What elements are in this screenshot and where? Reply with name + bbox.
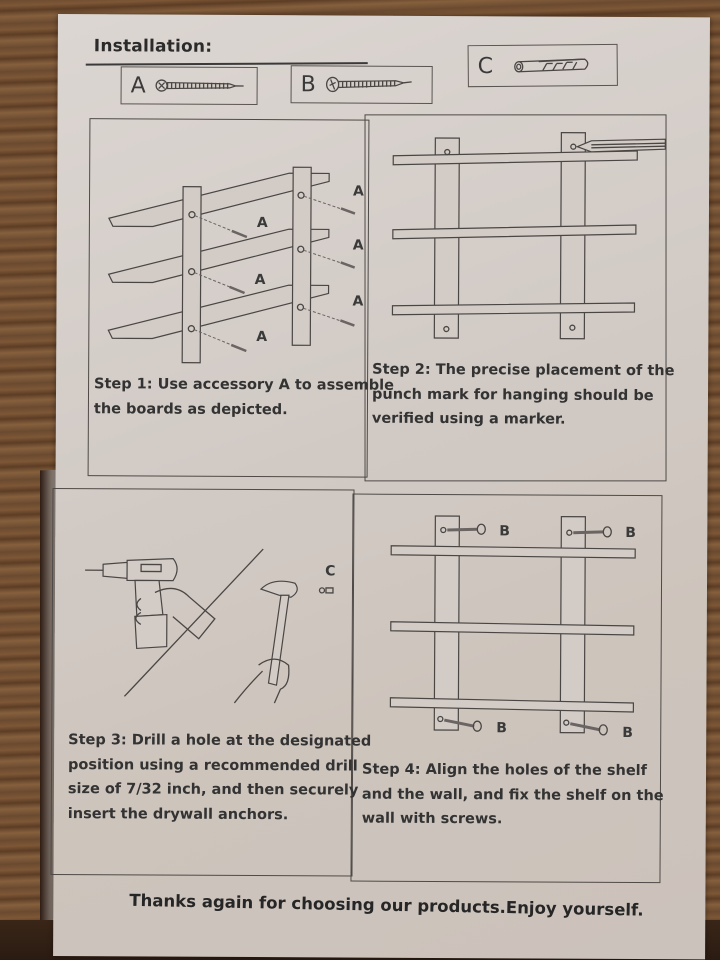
step-1-line: the boards as depicted. [93,400,288,418]
shelf-mounting-illustration: B B B B [389,515,636,741]
hand-icon [135,587,216,640]
step-2-text: Step 2: The precise placement of the pun… [372,358,675,433]
step-2-line: punch mark for hanging should be [371,386,654,404]
callout-a: A [353,184,364,200]
step-4-line: Step 4: Align the holes of the shelf [362,761,648,780]
screw-icon [566,526,612,538]
step-4-line: and the wall, and fix the shelf on the [361,786,664,804]
instruction-sheet: Installation: A B C [50,14,710,960]
step-3-line: insert the drywall anchors. [67,805,289,823]
callout-b: B [622,725,633,741]
callout-a: A [256,329,267,345]
step-1-line: Step 1: Use accessory A to assemble [94,376,395,394]
hammer-icon [233,580,298,704]
callout-c: C [325,563,335,579]
callout-b: B [496,720,507,736]
footer-thanks: Thanks again for choosing our products.E… [129,890,644,920]
shelf-marking-illustration [391,132,666,340]
shelf-assembly-illustration: A A A A A A [107,166,364,364]
wall-edge-line [123,548,264,697]
hardware-c-box: C [467,43,618,88]
callout-a: A [353,238,364,254]
step-1-text: Step 1: Use accessory A to assemble the … [94,372,394,423]
drill-icon [85,557,178,650]
step-3-line: Step 3: Drill a hole at the designated [68,732,372,750]
step-2-line: verified using a marker. [371,410,566,428]
pencil-icon [575,138,666,153]
callout-a: A [255,272,266,288]
screw-icon [437,715,482,732]
shelf-board [107,172,330,340]
step-3-line: size of 7/32 inch, and then securely [67,781,359,799]
callout-a: A [257,215,268,231]
step-4-line: wall with screws. [361,810,503,828]
page-title: Installation: [93,36,213,57]
callout-b: B [499,523,510,539]
screw-icon [326,76,412,93]
right-upright [291,166,312,346]
screw-icon [563,719,608,736]
screw-icon [155,79,244,92]
wall-anchor-icon [318,587,334,594]
screw-icon [440,523,486,535]
callout-a: A [352,294,363,310]
step-3-line: position using a recommended drill [68,756,358,775]
step-2-line: Step 2: The precise placement of the [372,361,675,380]
hardware-a-letter: A [130,72,146,98]
hardware-a-box: A [120,66,258,106]
hardware-b-box: B [290,65,433,104]
callout-b: B [625,525,636,541]
step-3-text: Step 3: Drill a hole at the designated p… [68,728,372,828]
wall-anchor-icon [514,58,589,73]
drill-hammer-illustration: C [85,548,335,704]
hardware-b-letter: B [300,71,316,97]
hardware-c-letter: C [477,53,494,79]
step-4-text: Step 4: Align the holes of the shelf and… [362,758,664,833]
